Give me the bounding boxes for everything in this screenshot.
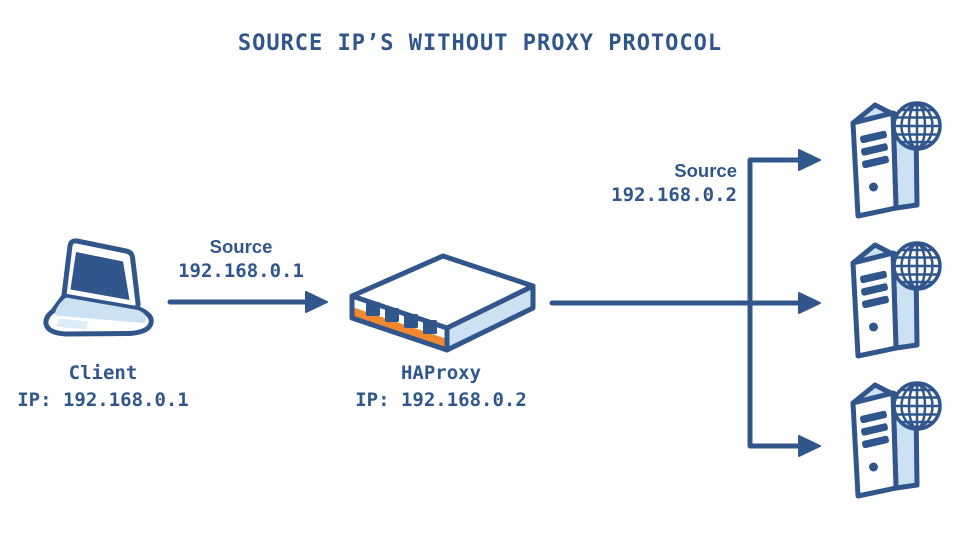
- network-appliance-icon: [349, 253, 536, 353]
- laptop-screen: [70, 252, 130, 300]
- appliance-orange-band: [352, 307, 447, 350]
- client-caption: Client IP: 192.168.0.1: [8, 360, 198, 414]
- haproxy-ip-label: IP: 192.168.0.2: [355, 389, 527, 411]
- arrowhead-top: [798, 149, 821, 171]
- laptop-trackpad: [56, 318, 88, 330]
- flow-label-proxy-to-servers: Source 192.168.0.2: [570, 158, 737, 208]
- source-label-2: Source: [674, 160, 737, 181]
- flow-label-client-to-proxy: Source 192.168.0.1: [156, 234, 326, 284]
- arrow-haproxy-to-servers: [549, 149, 821, 457]
- client-ip-label: IP: 192.168.0.1: [17, 389, 189, 411]
- server-icon-3: [853, 377, 946, 496]
- client-label: Client: [68, 362, 138, 384]
- diagram-title: SOURCE IP’S WITHOUT PROXY PROTOCOL: [237, 31, 723, 56]
- haproxy-label: HAProxy: [400, 362, 482, 384]
- arrowhead-bottom: [798, 435, 821, 457]
- server-icon-2: [853, 237, 946, 356]
- source-ip-1: 192.168.0.1: [178, 260, 304, 282]
- appliance-ports: [366, 302, 437, 334]
- laptop-icon: [43, 238, 154, 337]
- laptop-keyboard-deck: [55, 297, 147, 323]
- source-label-1: Source: [209, 236, 273, 257]
- server-icon-1: [853, 97, 946, 216]
- source-ip-2: 192.168.0.2: [611, 184, 737, 206]
- appliance-side-face: [447, 286, 533, 350]
- arrowhead-middle: [798, 292, 821, 314]
- branch-line: [747, 157, 802, 449]
- arrow-client-to-haproxy: [167, 291, 328, 313]
- haproxy-caption: HAProxy IP: 192.168.0.2: [345, 360, 537, 414]
